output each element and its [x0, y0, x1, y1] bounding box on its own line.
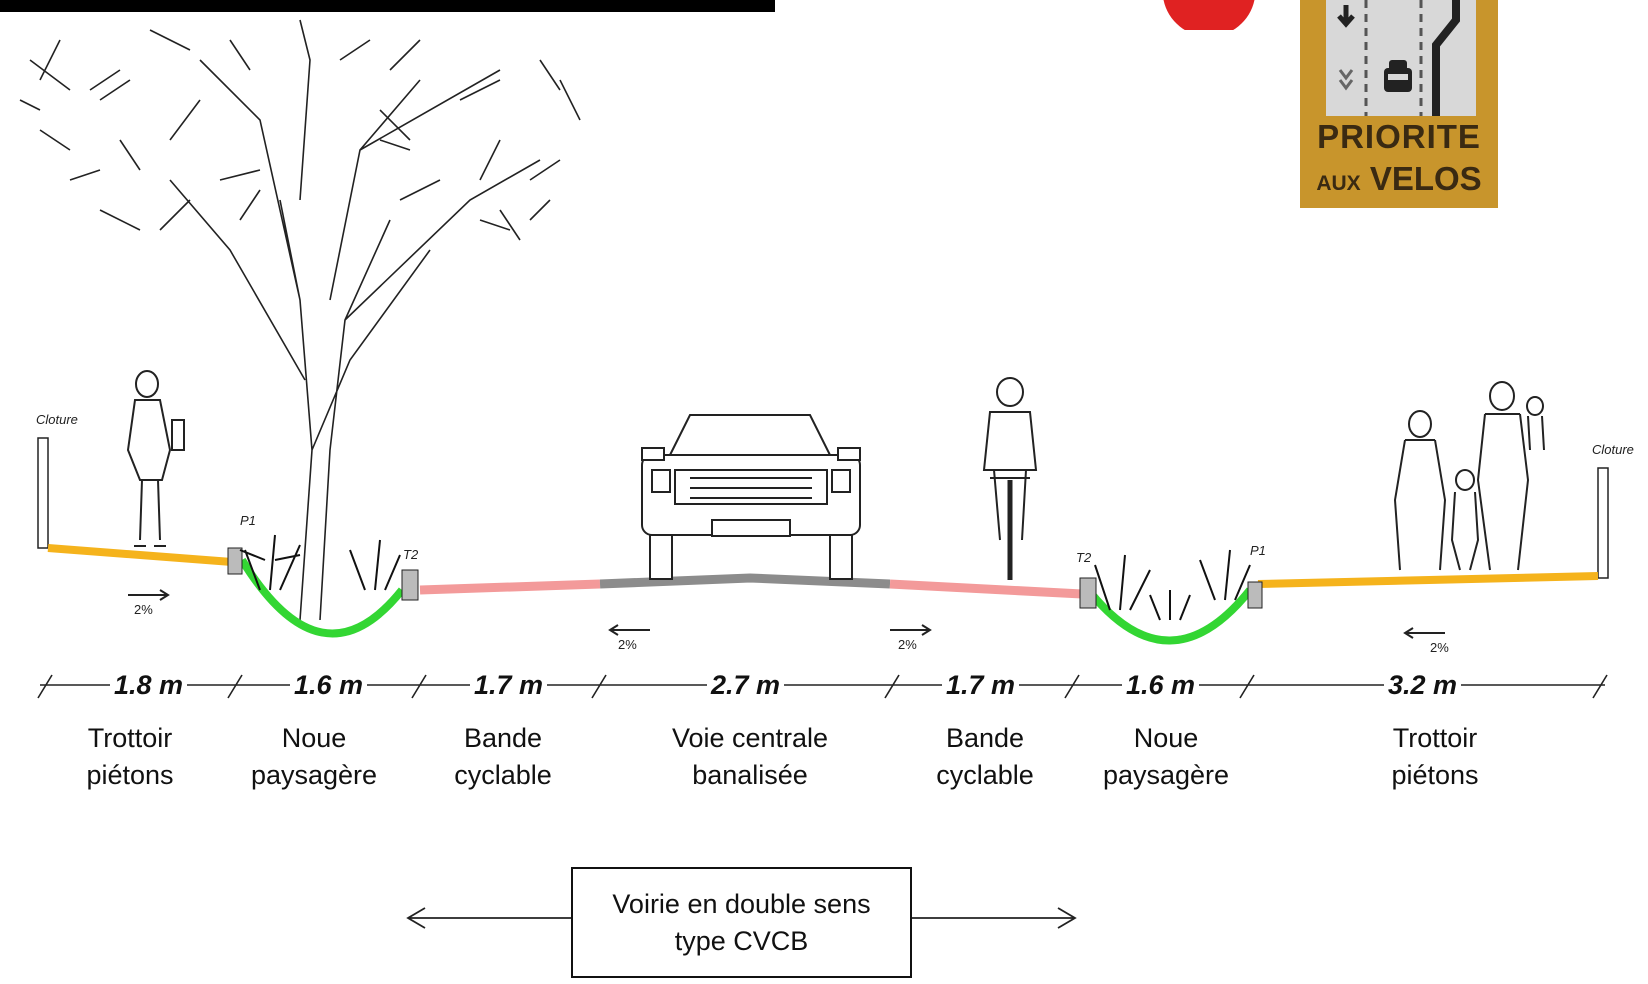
road-type-caption: Voirie en double sens type CVCB: [571, 867, 912, 978]
tree-illustration: [19, 19, 581, 621]
shrubs: [239, 534, 1251, 621]
bike-lane-left-surface: [419, 579, 601, 595]
slope-label-2: 2%: [618, 637, 637, 652]
sign-line1: PRIORITE: [1317, 118, 1481, 155]
width-noue-right: 1.6 m: [1122, 670, 1200, 701]
curb-p1-left: [227, 547, 243, 575]
curb-t2-right: [1079, 577, 1097, 609]
fence-right: [1597, 467, 1609, 579]
fence-label-right: Cloture: [1592, 442, 1634, 457]
width-trottoir-right: 3.2 m: [1384, 670, 1462, 701]
dimension-line: [37, 674, 1608, 699]
sign-lane-panel: [1326, 0, 1476, 116]
curb-p1-right: [1247, 581, 1263, 609]
width-voie-centrale: 2.7 m: [707, 670, 785, 701]
marker-t2-right: T2: [1076, 550, 1092, 565]
caption-line1: Voirie en double sens: [612, 888, 871, 919]
car-illustration: [641, 414, 861, 580]
width-bande-left: 1.7 m: [470, 670, 548, 701]
marker-p1-left: P1: [240, 513, 256, 528]
width-trottoir-left: 1.8 m: [110, 670, 188, 701]
width-bande-right: 1.7 m: [942, 670, 1020, 701]
sign-line2: AUX VELOS: [1316, 160, 1482, 197]
direction-arrows: [406, 907, 1077, 929]
central-lane-surface: [599, 573, 891, 589]
fence-left: [37, 437, 49, 549]
swale-left-surface: [238, 557, 406, 638]
slope-label-4: 2%: [1430, 640, 1449, 655]
cyclist-illustration: [982, 377, 1038, 580]
caption-line2: type CVCB: [674, 925, 809, 956]
pedestrian-left: [126, 370, 185, 547]
marker-p1-right: P1: [1250, 543, 1266, 558]
red-sign-fragment: [1160, 0, 1258, 30]
width-noue-left: 1.6 m: [290, 670, 368, 701]
fence-label-left: Cloture: [36, 412, 78, 427]
sidewalk-left-surface: [47, 544, 233, 566]
bike-lane-right-surface: [889, 579, 1083, 599]
swale-right-surface: [1086, 587, 1254, 645]
bike-priority-sign: PRIORITE AUX VELOS: [1300, 0, 1498, 208]
title-bar-fragment: [0, 0, 775, 12]
curb-t2-left: [401, 569, 419, 601]
sidewalk-right-surface: [1257, 572, 1599, 588]
marker-t2-left: T2: [403, 547, 419, 562]
slope-arrows: [128, 589, 1445, 639]
slope-label-1: 2%: [134, 602, 153, 617]
slope-label-3: 2%: [898, 637, 917, 652]
family-pedestrians: [1393, 381, 1545, 571]
